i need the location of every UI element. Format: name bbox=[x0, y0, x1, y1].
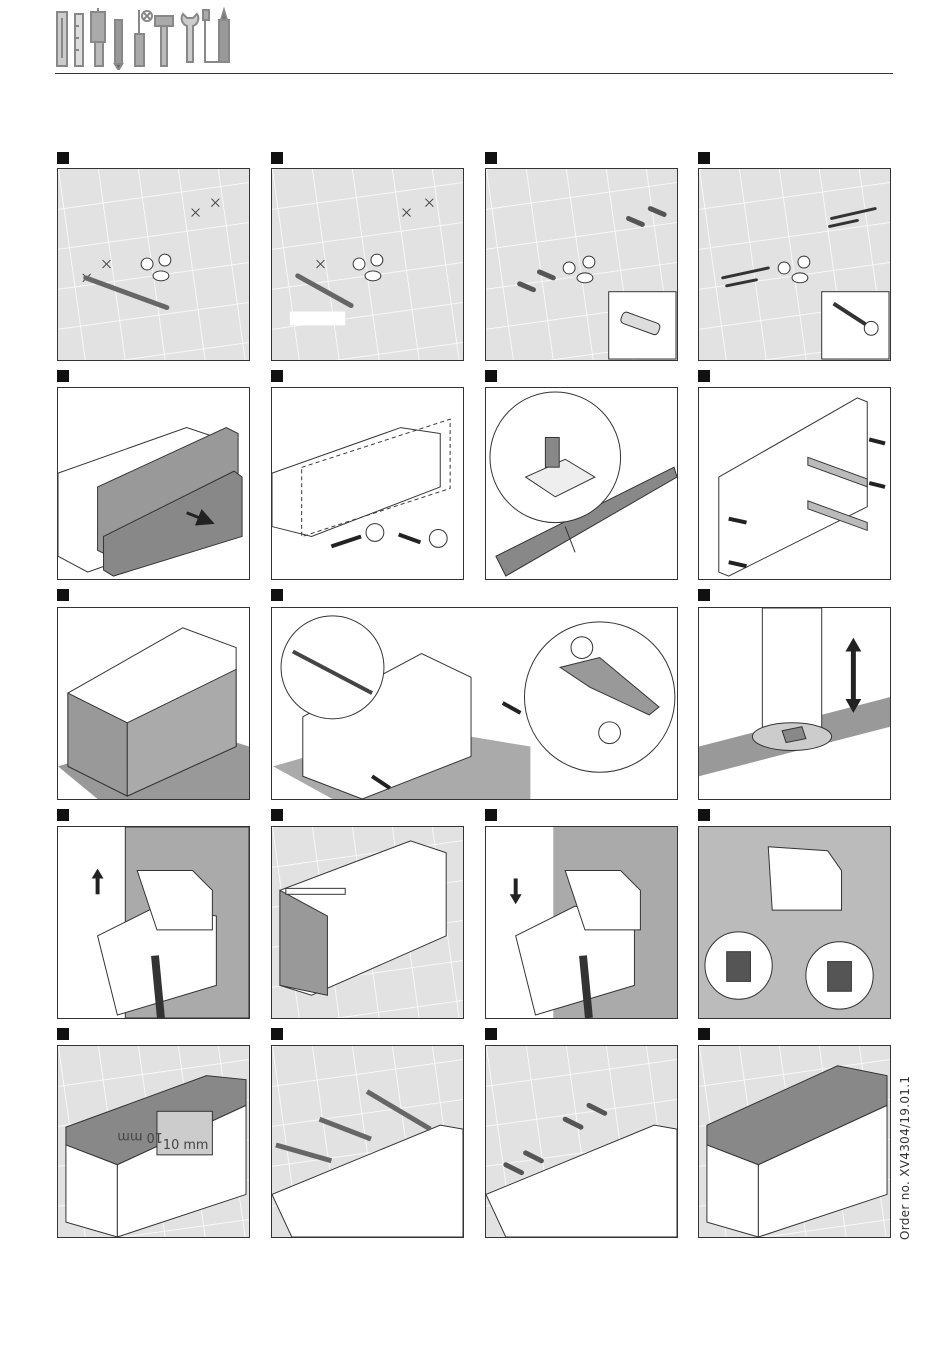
order-number: Order no. XV4304/19.01.1 bbox=[898, 1076, 912, 1240]
drill-icon bbox=[91, 8, 105, 66]
tools-logo bbox=[55, 6, 235, 70]
step-marker bbox=[485, 152, 497, 164]
step-14-lower-bracket bbox=[485, 826, 678, 1019]
step-marker bbox=[271, 370, 283, 382]
wrench-icon bbox=[182, 14, 199, 62]
step-10-wall-brackets bbox=[271, 607, 678, 800]
step-18-insert-basin-dowels bbox=[485, 1045, 678, 1238]
step-marker bbox=[57, 370, 69, 382]
step-16-place-basin: 10 mm 10 mm bbox=[57, 1045, 250, 1238]
step-11-adjust-feet bbox=[698, 607, 891, 800]
step-marker bbox=[57, 152, 69, 164]
step-6-remove-drawer-runners bbox=[271, 387, 464, 580]
step-marker bbox=[698, 589, 710, 601]
step-9-cabinet-frame bbox=[57, 607, 250, 800]
step-marker bbox=[485, 1028, 497, 1040]
ruler-icon bbox=[75, 14, 83, 66]
step-4-insert-screws bbox=[698, 168, 891, 361]
step-marker bbox=[485, 809, 497, 821]
silicone-icon bbox=[219, 10, 229, 62]
step-marker bbox=[271, 152, 283, 164]
step-15-adjust-bracket bbox=[698, 826, 891, 1019]
measurement-label: 10 mm bbox=[163, 1138, 209, 1153]
step-marker bbox=[57, 1028, 69, 1040]
step-1-mark-wall bbox=[57, 168, 250, 361]
step-marker bbox=[698, 370, 710, 382]
step-17-drill-basin-holes bbox=[271, 1045, 464, 1238]
step-marker bbox=[57, 809, 69, 821]
step-marker bbox=[485, 370, 497, 382]
step-8-runner-positions bbox=[698, 387, 891, 580]
header-rule bbox=[55, 73, 893, 74]
step-19-finished bbox=[698, 1045, 891, 1238]
step-13-hang-cabinet bbox=[271, 826, 464, 1019]
level-icon bbox=[57, 12, 67, 66]
measurement-label-mirrored: 10 mm bbox=[117, 1129, 163, 1144]
step-marker bbox=[271, 589, 283, 601]
step-marker bbox=[57, 589, 69, 601]
step-12-raise-bracket bbox=[57, 826, 250, 1019]
step-marker bbox=[698, 152, 710, 164]
step-marker bbox=[271, 809, 283, 821]
step-3-insert-dowels bbox=[485, 168, 678, 361]
step-2-drill-holes bbox=[271, 168, 464, 361]
screwdriver-icon bbox=[135, 10, 152, 66]
step-marker bbox=[698, 809, 710, 821]
step-marker bbox=[698, 1028, 710, 1040]
pencil-icon bbox=[115, 20, 122, 70]
step-7-runner-detail bbox=[485, 387, 678, 580]
step-marker bbox=[271, 1028, 283, 1040]
step-5-remove-drawers bbox=[57, 387, 250, 580]
hammer-icon bbox=[155, 16, 173, 66]
